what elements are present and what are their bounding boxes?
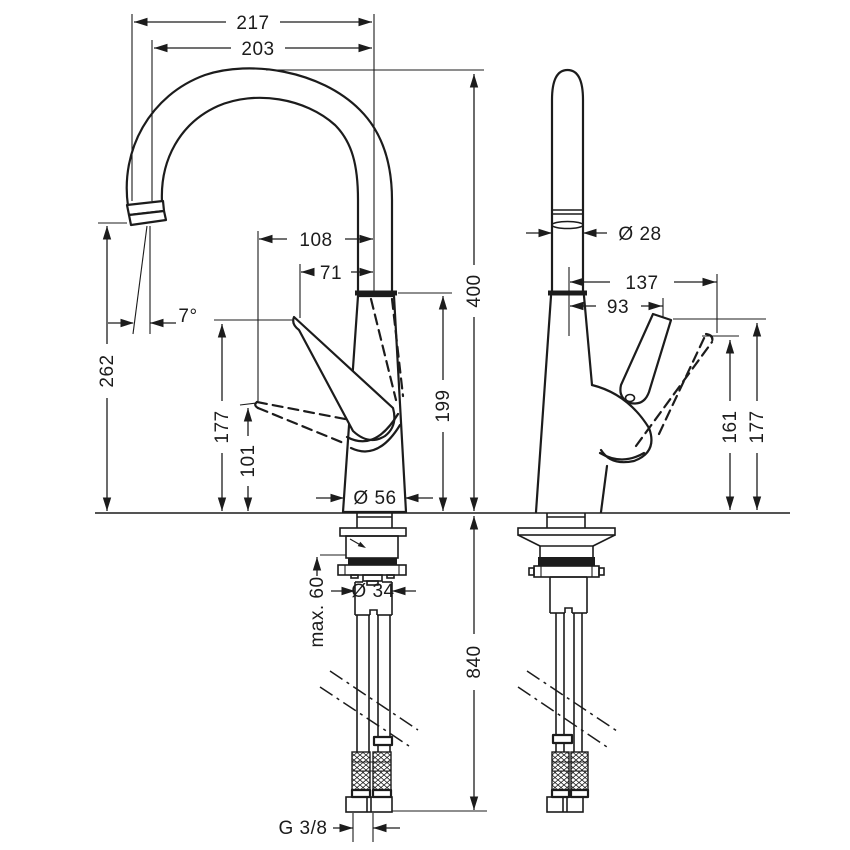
base-flange-front bbox=[517, 527, 616, 536]
hose-braided-ends-front bbox=[550, 751, 590, 799]
mounting-nut-front bbox=[533, 565, 600, 578]
front-mounting-hardware bbox=[517, 513, 618, 813]
hose-break-mark-front bbox=[526, 670, 618, 732]
dim-177-side-label: 177 bbox=[212, 410, 233, 443]
hose-braided-ends bbox=[350, 751, 393, 799]
clamp-body bbox=[345, 535, 399, 559]
dim-199-label: 199 bbox=[433, 389, 454, 422]
front-view bbox=[517, 68, 714, 813]
hose-break-mark-front bbox=[517, 686, 608, 748]
mounting-hardware bbox=[319, 513, 419, 813]
handle-lowered-dashed bbox=[254, 400, 352, 446]
dim-93-label: 93 bbox=[607, 297, 629, 318]
spout-outlet bbox=[125, 199, 168, 227]
seal-ring bbox=[348, 558, 397, 565]
front-body bbox=[534, 290, 653, 514]
handle-button bbox=[624, 393, 636, 403]
shank-box-front bbox=[549, 576, 588, 614]
supply-hoses bbox=[356, 615, 394, 752]
base-flange bbox=[339, 527, 407, 537]
dim-177-front-label: 177 bbox=[747, 410, 768, 443]
dim-217-label: 217 bbox=[236, 13, 269, 34]
dim-d34-label: Ø 34 bbox=[351, 581, 394, 602]
dim-g38-label: G 3/8 bbox=[279, 818, 328, 839]
supply-hoses-front bbox=[551, 613, 583, 752]
side-view bbox=[125, 67, 419, 813]
spout-tube bbox=[125, 67, 394, 293]
dim-137-label: 137 bbox=[625, 273, 658, 294]
front-column bbox=[550, 68, 585, 295]
dim-161-label: 161 bbox=[720, 410, 741, 443]
front-handle bbox=[619, 312, 673, 405]
dim-840-label: 840 bbox=[464, 645, 485, 678]
dim-71-label: 71 bbox=[320, 263, 342, 284]
dim-7deg-label: 7° bbox=[178, 306, 197, 327]
dim-101-label: 101 bbox=[238, 444, 259, 477]
dim-262-label: 262 bbox=[97, 354, 118, 387]
shank-tube bbox=[354, 581, 393, 616]
dim-203-label: 203 bbox=[241, 39, 274, 60]
hose-connector-front bbox=[546, 796, 584, 813]
dim-max60-label: max. 60 bbox=[307, 576, 328, 647]
hose-connector bbox=[345, 796, 393, 813]
seal-ring-front bbox=[538, 557, 595, 566]
mounting-nut bbox=[337, 564, 407, 576]
dim-400-label: 400 bbox=[464, 274, 485, 307]
dim-d56-label: Ø 56 bbox=[353, 488, 396, 509]
hose-break-mark bbox=[319, 686, 410, 747]
dim-108-label: 108 bbox=[299, 230, 332, 251]
dimension-annotations: 217 203 108 71 7° 262 177 101 400 199 84… bbox=[95, 13, 790, 842]
dim-d28-label: Ø 28 bbox=[618, 224, 661, 245]
handle-raised-dashed bbox=[369, 297, 405, 402]
hose-break-mark bbox=[329, 670, 419, 731]
spout-angle-lines bbox=[132, 225, 151, 335]
handle-lever bbox=[292, 315, 402, 453]
